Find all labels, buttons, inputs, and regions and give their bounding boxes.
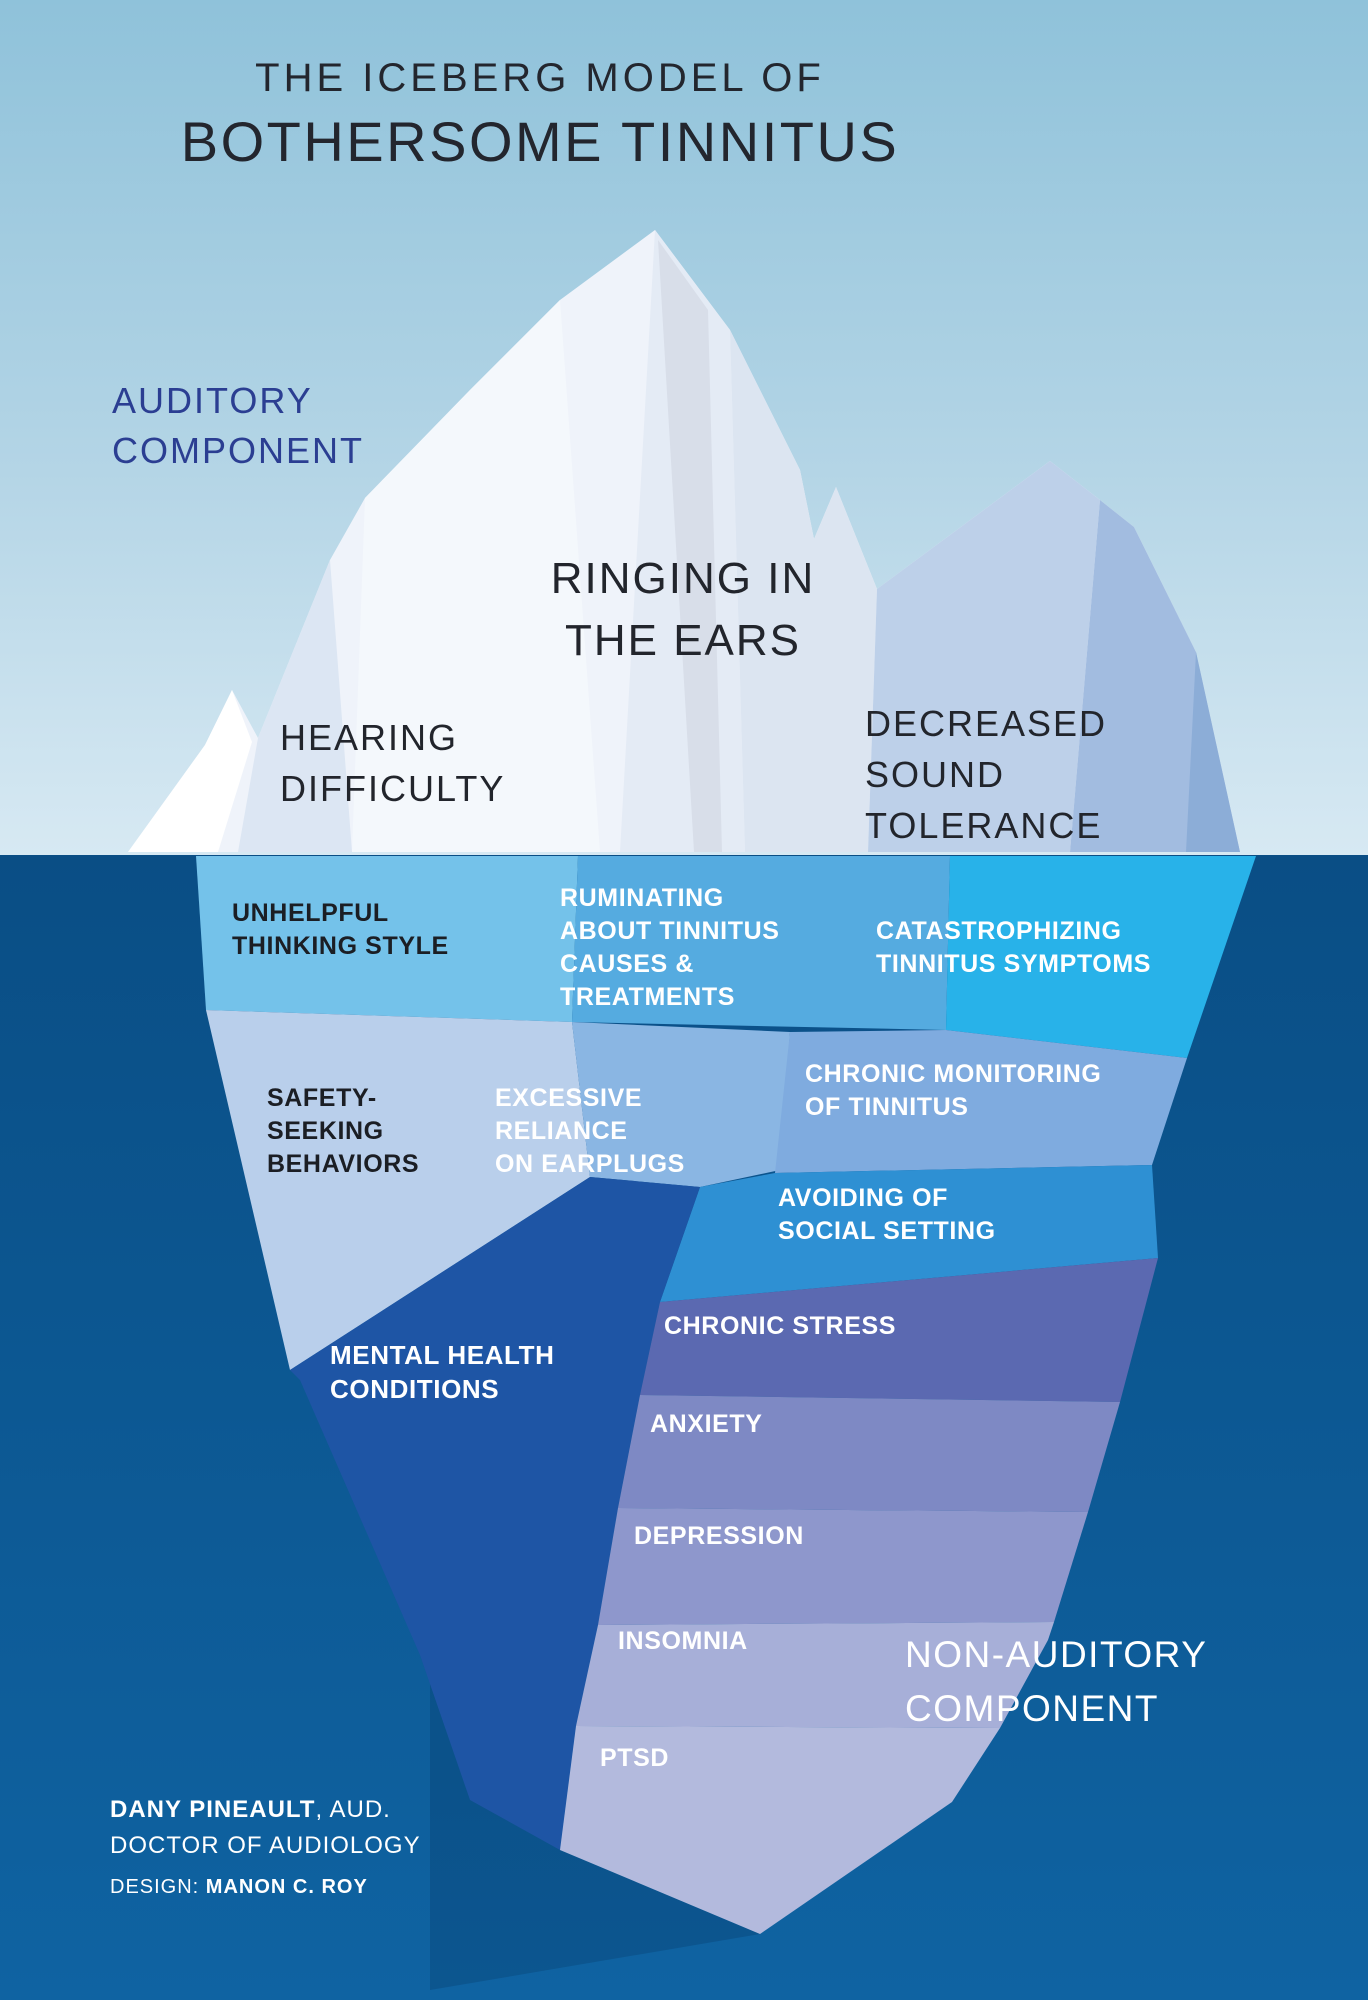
design-prefix: DESIGN: (110, 1876, 206, 1898)
segment-ruminating (572, 856, 950, 1030)
title-line1: THE ICEBERG MODEL OF (255, 56, 825, 100)
iceberg-facet-gray-streak (658, 240, 722, 852)
chronic-stress-label: CHRONIC STRESS (664, 1312, 897, 1340)
designer-name: MANON C. ROY (205, 1876, 368, 1898)
author-name: DANY PINEAULT (110, 1796, 316, 1823)
segment-mental-health (290, 1177, 700, 1850)
iceberg-facet-center-light (352, 300, 600, 852)
ptsd-label: PTSD (600, 1744, 670, 1772)
iceberg-facet-right-dark-sliver (1186, 652, 1240, 852)
author-title: DOCTOR OF AUDIOLOGY (110, 1832, 421, 1859)
iceberg-below-water (196, 856, 1256, 1934)
segment-insomnia (576, 1622, 1054, 1728)
author-suffix: , AUD. (315, 1796, 391, 1823)
segment-anxiety (618, 1395, 1120, 1512)
credits-block: DANY PINEAULT, AUD. DOCTOR OF AUDIOLOGY … (110, 1796, 421, 1899)
page-title: THE ICEBERG MODEL OF BOTHERSOME TINNITUS (0, 56, 1080, 174)
segment-safety-seeking (206, 1010, 590, 1370)
segment-catastrophizing (946, 856, 1256, 1058)
segment-unhelpful-thinking (196, 856, 578, 1022)
title-line2: BOTHERSOME TINNITUS (180, 110, 900, 173)
iceberg-facet-left-shadow (238, 560, 352, 852)
segment-chronic-stress (640, 1258, 1158, 1402)
iceberg-above-water (128, 230, 1240, 852)
iceberg-facet-left-spike (128, 690, 252, 852)
segment-chronic-monitoring (775, 1030, 1187, 1173)
segment-ptsd (560, 1726, 1000, 1934)
segment-depression (598, 1508, 1088, 1625)
segment-avoiding-social (660, 1165, 1158, 1302)
iceberg-facet-right-blue (868, 461, 1100, 852)
design-credit: DESIGN: MANON C. ROY (110, 1876, 421, 1899)
water-shadow-wedge (430, 1680, 760, 1990)
segment-excessive-reliance (572, 1022, 790, 1187)
author-credit: DANY PINEAULT, AUD. (110, 1796, 421, 1824)
iceberg-facet-right-mid (730, 330, 877, 852)
insomnia-label: INSOMNIA (618, 1627, 748, 1655)
depression-label: DEPRESSION (634, 1522, 804, 1550)
anxiety-label: ANXIETY (650, 1410, 763, 1438)
